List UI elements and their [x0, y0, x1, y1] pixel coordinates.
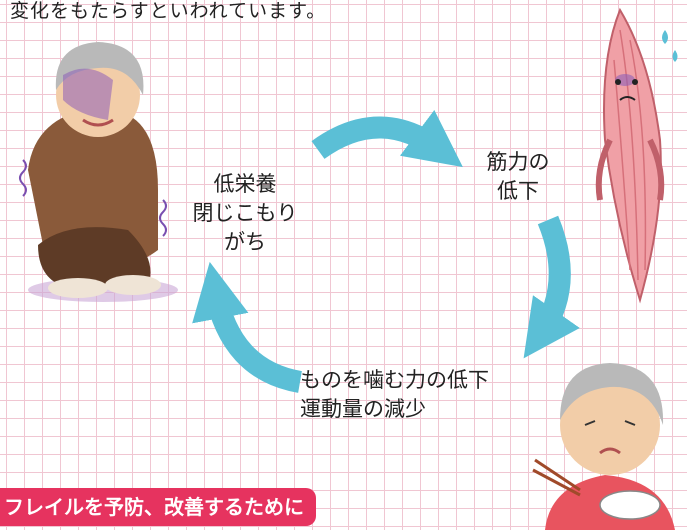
arrow-right [523, 215, 580, 359]
elderly-man-illustration [19, 42, 178, 302]
intro-text: 変化をもたらすといわれています。 [10, 0, 327, 22]
elderly-woman-eating-illustration [532, 363, 675, 530]
arrow-bottom [192, 261, 303, 393]
cycle-label-chewing-exercise: ものを噛む力の低下 運動量の減少 [300, 368, 489, 421]
cycle-label-malnutrition: 低栄養 閉じこもり がち [192, 172, 298, 254]
arrow-top [311, 109, 463, 168]
cycle-label-muscle-decline: 筋力の 低下 [486, 150, 550, 203]
section-banner: フレイルを予防、改善するために [0, 488, 316, 526]
muscle-character-illustration [595, 7, 678, 304]
